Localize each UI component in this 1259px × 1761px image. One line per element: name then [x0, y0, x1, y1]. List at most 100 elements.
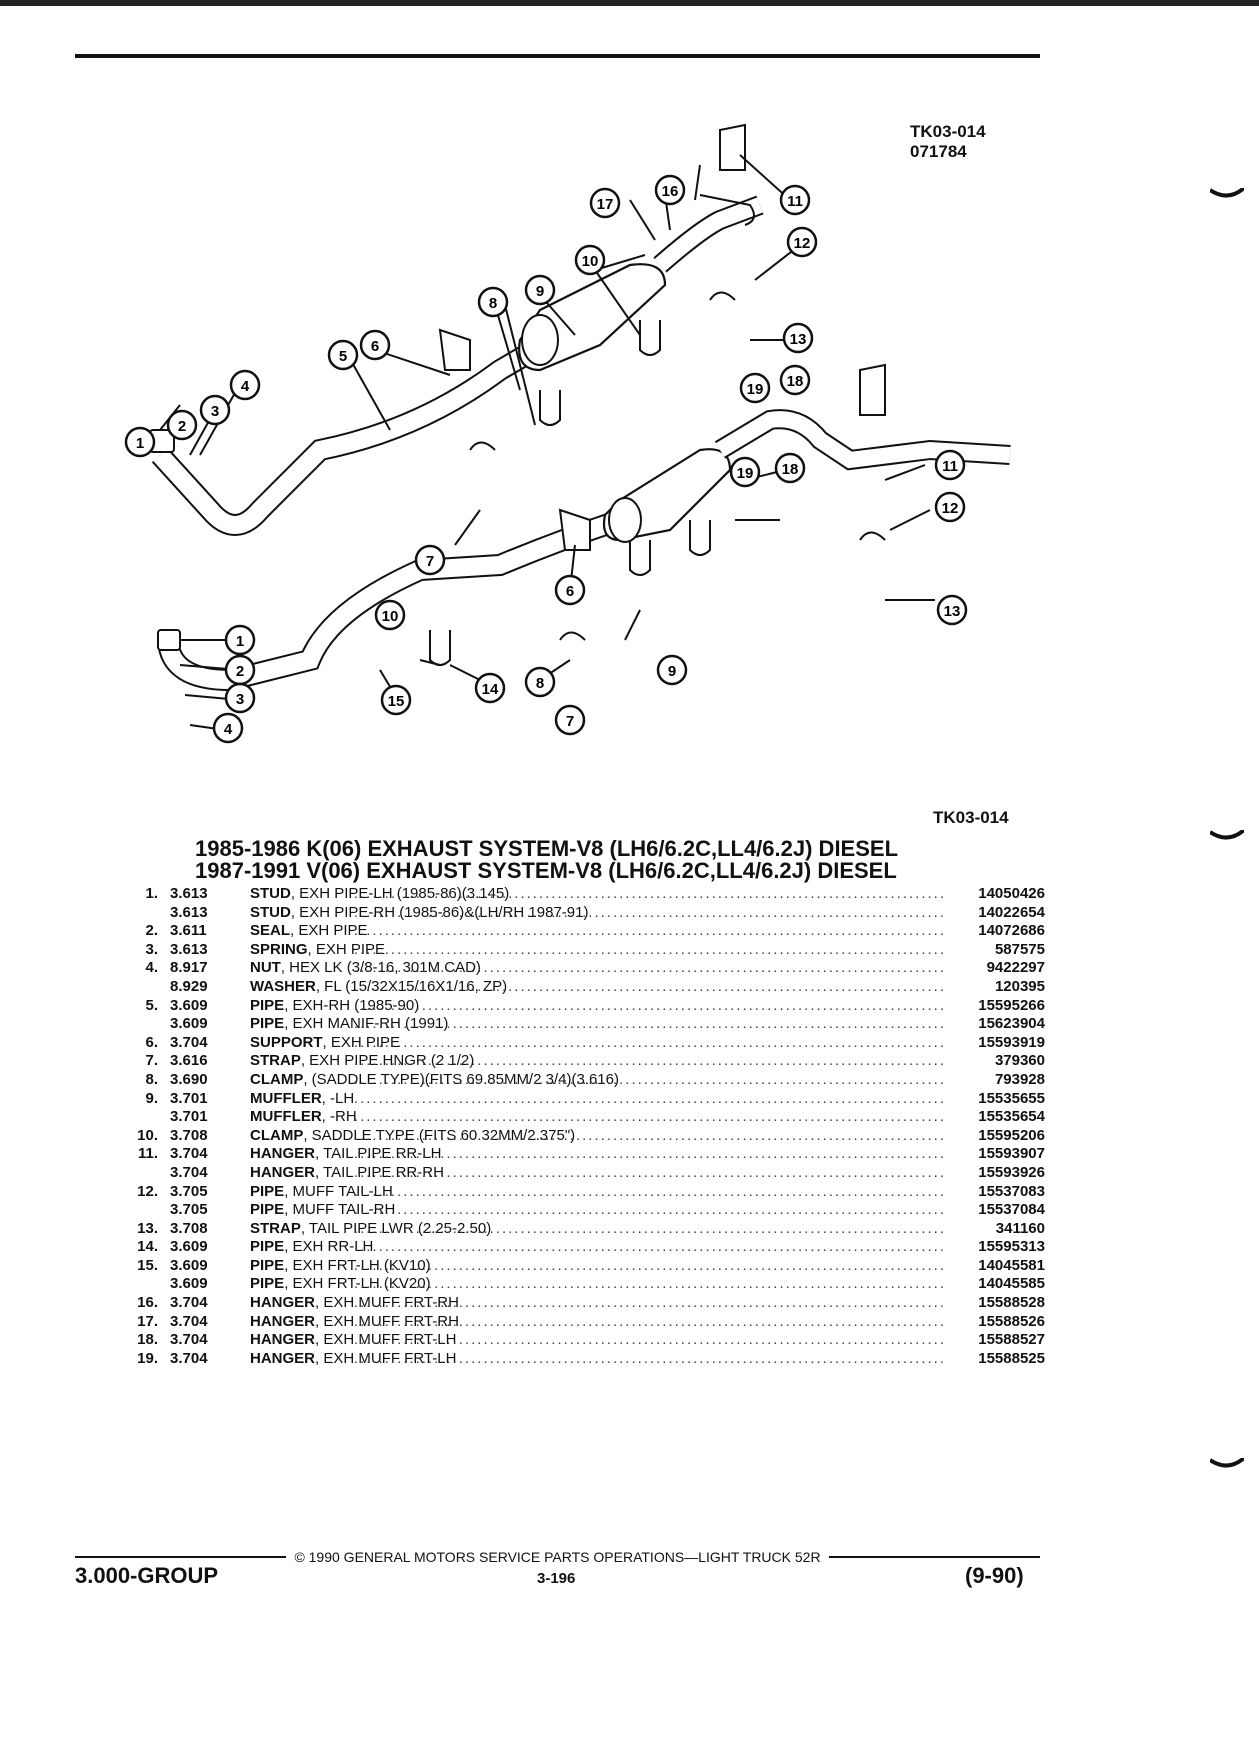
- callout-circle: 7: [414, 544, 446, 576]
- part-detail: , EXH PIPE: [290, 922, 368, 940]
- part-name: HANGER: [250, 1163, 316, 1181]
- part-catalog-number: 15593919: [978, 1033, 1045, 1051]
- callout-number: 13: [790, 331, 807, 348]
- callout-circle: 10: [374, 599, 406, 631]
- leader-dots: ........................................…: [353, 959, 946, 977]
- part-description: STRAP, TAIL PIPE LWR (2.25-2.50)........…: [230, 1220, 950, 1239]
- callout-circle: 12: [786, 226, 818, 258]
- part-detail: , TAIL PIPE RR-LH: [315, 1145, 442, 1163]
- part-description: HANGER, TAIL PIPE RR-RH.................…: [230, 1164, 950, 1183]
- part-description: HANGER, EXH MUFF FRT-RH.................…: [230, 1313, 950, 1332]
- title-line-1: 1985-1986 K(06) EXHAUST SYSTEM-V8 (LH6/6…: [195, 836, 899, 861]
- part-group-code: 3.704: [170, 1145, 208, 1163]
- part-detail: , EXH MUFF FRT-LH: [315, 1349, 457, 1367]
- callout-circle: 7: [554, 704, 586, 736]
- part-group-code: 3.616: [170, 1052, 208, 1070]
- part-number: 17.: [137, 1312, 158, 1330]
- part-group-code: 3.609: [170, 1015, 208, 1033]
- callout-ring: [229, 369, 261, 401]
- part-description: SEAL, EXH PIPE..........................…: [230, 922, 950, 941]
- part-description: PIPE, EXH FRT-LH (KV10).................…: [230, 1257, 950, 1276]
- part-name: PIPE: [250, 1256, 285, 1274]
- part-number: 15.: [137, 1256, 158, 1274]
- part-row: 3.704 HANGER, TAIL PIPE RR-RH............…: [110, 1164, 1045, 1183]
- part-detail: , EXH MANIF-RH (1991): [284, 1015, 449, 1033]
- callout-circle: 6: [554, 574, 586, 606]
- callout-number: 6: [566, 583, 574, 600]
- part-group-code: 3.613: [170, 903, 208, 921]
- part-catalog-number: 15623904: [978, 1015, 1045, 1033]
- callout-ring: [786, 226, 818, 258]
- callout-circle: 4: [229, 369, 261, 401]
- part-name: HANGER: [250, 1331, 316, 1349]
- part-catalog-number: 15588526: [978, 1312, 1045, 1330]
- callout-circle: 2: [224, 654, 256, 686]
- leader-dots: ........................................…: [353, 1294, 946, 1312]
- part-number: 5.: [145, 996, 158, 1014]
- part-group-code: 3.704: [170, 1033, 208, 1051]
- part-name: MUFFLER: [250, 1089, 322, 1107]
- part-catalog-number: 15593926: [978, 1163, 1045, 1181]
- callout-number: 8: [536, 675, 544, 692]
- part-detail: , HEX LK (3/8-16, 301M CAD): [280, 959, 481, 977]
- part-catalog-number: 15537084: [978, 1201, 1045, 1219]
- footer-copyright-line: © 1990 GENERAL MOTORS SERVICE PARTS OPER…: [75, 1549, 1041, 1565]
- callout-circle: 5: [327, 339, 359, 371]
- callout-number: 15: [388, 693, 405, 710]
- callout-circle: 3: [224, 682, 256, 714]
- part-number: 6.: [145, 1033, 158, 1051]
- part-catalog-number: 120395: [994, 977, 1045, 995]
- footer-date: (9-90): [965, 1563, 1024, 1588]
- part-number: 9.: [145, 1089, 158, 1107]
- part-name: HANGER: [250, 1349, 316, 1367]
- part-name: PIPE: [250, 1201, 285, 1219]
- callout-number: 11: [787, 193, 803, 210]
- callout-ring: [779, 364, 811, 396]
- part-description: HANGER, TAIL PIPE RR-LH.................…: [230, 1145, 950, 1164]
- callout-ring: [212, 712, 244, 744]
- part-detail: , SADDLE TYPE (FITS 60.32MM/2.375"): [303, 1126, 576, 1144]
- callout-ring: [524, 274, 556, 306]
- part-detail: , EXH MUFF FRT-LH: [315, 1331, 457, 1349]
- leader-dots: ........................................…: [353, 1201, 946, 1219]
- callout-number: 11: [942, 458, 958, 475]
- part-detail: , EXH RR-LH: [284, 1238, 374, 1256]
- part-detail: , FL (15/32X15/16X1/16, ZP): [315, 977, 508, 995]
- binder-edge-mark: [1210, 1458, 1244, 1468]
- part-group-code: 3.704: [170, 1163, 208, 1181]
- part-number: 14.: [137, 1238, 158, 1256]
- part-description: HANGER, EXH MUFF FRT-LH.................…: [230, 1350, 950, 1369]
- leader-dots: ........................................…: [353, 885, 946, 902]
- part-number: [110, 904, 158, 923]
- part-number: [110, 978, 158, 997]
- callout-circle: 6: [359, 329, 391, 361]
- callout-number: 13: [944, 603, 961, 620]
- leader-dots: ........................................…: [353, 1015, 946, 1033]
- diagram-ref-code: TK03-014: [910, 122, 986, 141]
- callout-ring: [936, 594, 968, 626]
- part-detail: , EXH FRT-LH (KV20): [284, 1275, 431, 1293]
- part-group-code: 8.929: [170, 977, 208, 995]
- leader-dots: ........................................…: [353, 1033, 946, 1051]
- callout-number: 1: [236, 633, 244, 650]
- part-catalog-number: 15535655: [978, 1089, 1045, 1107]
- callout-circle: 14: [474, 672, 506, 704]
- callout-number: 12: [942, 500, 959, 517]
- diagram-reference-block: TK03-014 071784: [910, 122, 986, 162]
- callout-ring: [124, 426, 156, 458]
- callout-ring: [477, 286, 509, 318]
- leader-dots: ........................................…: [353, 922, 946, 940]
- part-description: STRAP, EXH PIPE HNGR (2 1/2)............…: [230, 1052, 950, 1071]
- part-group-code: 3.705: [170, 1201, 208, 1219]
- part-catalog-number: 14072686: [978, 922, 1045, 940]
- callout-number: 16: [662, 183, 679, 200]
- part-group-code: 3.609: [170, 1238, 208, 1256]
- callout-number: 17: [597, 196, 614, 213]
- part-name: STUD: [250, 885, 291, 902]
- footer-rule-right: [828, 1556, 1041, 1558]
